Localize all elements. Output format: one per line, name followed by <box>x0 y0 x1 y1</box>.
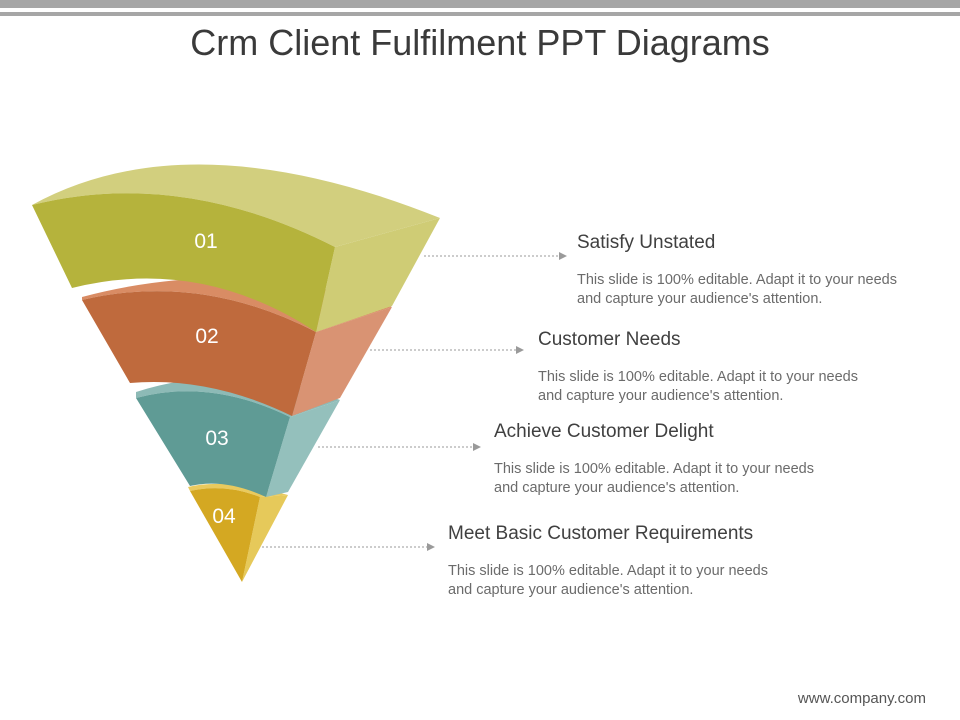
funnel-level-2-front <box>82 291 316 416</box>
funnel-level-2-number: 02 <box>195 325 218 348</box>
slide-title: Crm Client Fulfilment PPT Diagrams <box>190 22 770 63</box>
funnel-level-1-top <box>32 164 440 247</box>
level-2-text-block: Customer Needs This slide is 100% editab… <box>538 329 868 406</box>
top-divider-bar <box>0 0 960 8</box>
funnel-level-4-front <box>190 488 260 582</box>
funnel-level-4: 04 <box>188 483 288 582</box>
level-1-heading: Satisfy Unstated <box>577 232 716 253</box>
level-4-text-block: Meet Basic Customer Requirements This sl… <box>448 523 778 600</box>
funnel-level-1-front <box>32 193 335 332</box>
funnel-level-3-front <box>136 391 290 497</box>
level-3-description: This slide is 100% editable. Adapt it to… <box>494 461 814 496</box>
level-3-text-block: Achieve Customer Delight This slide is 1… <box>494 421 824 498</box>
level-1-text-block: Satisfy Unstated This slide is 100% edit… <box>577 232 907 309</box>
funnel-level-1: 01 <box>32 164 440 332</box>
funnel-level-1-number: 01 <box>194 230 217 253</box>
funnel-level-3-number: 03 <box>205 427 228 450</box>
funnel-level-2-side <box>292 307 392 416</box>
level-2-description: This slide is 100% editable. Adapt it to… <box>538 369 858 404</box>
footer-website: www.company.com <box>797 690 926 707</box>
funnel-level-1-side <box>316 218 440 332</box>
level-4-heading: Meet Basic Customer Requirements <box>448 523 754 544</box>
top-divider-line <box>0 12 960 16</box>
level-4-description: This slide is 100% editable. Adapt it to… <box>448 563 768 598</box>
level-2-heading: Customer Needs <box>538 329 681 350</box>
level-3-heading: Achieve Customer Delight <box>494 421 714 442</box>
funnel-level-4-number: 04 <box>212 505 236 528</box>
level-1-description: This slide is 100% editable. Adapt it to… <box>577 272 897 307</box>
funnel-level-3-side <box>266 400 340 497</box>
funnel-level-4-side <box>242 495 288 582</box>
